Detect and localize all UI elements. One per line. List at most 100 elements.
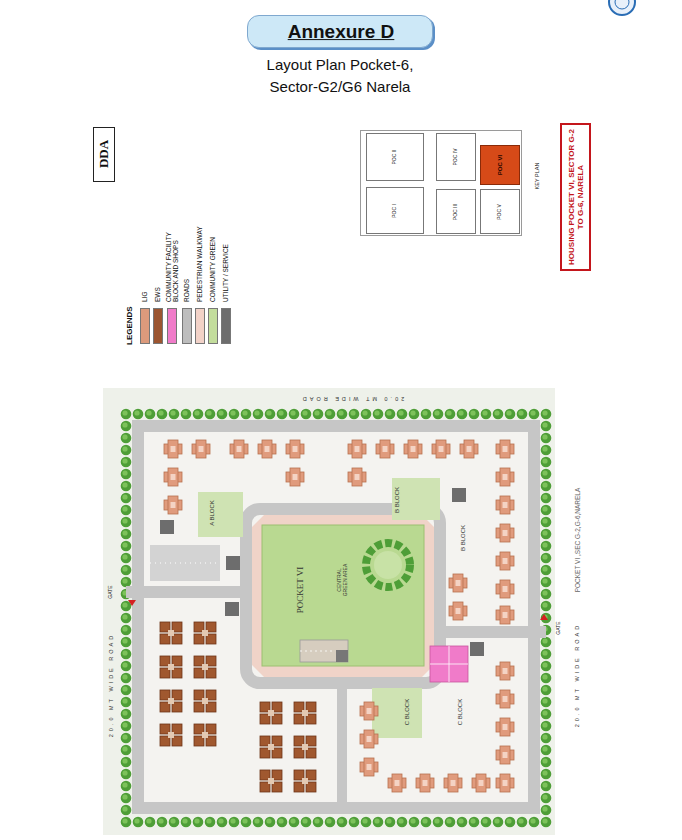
ews-building (294, 770, 316, 792)
tree-ring (366, 543, 410, 587)
central-green-area: POCKET VI CENTRAL GREEN AREA (262, 525, 424, 666)
legend-swatch (208, 308, 218, 344)
legend-swatch (167, 308, 177, 344)
block-label: C BLOCK (457, 698, 464, 726)
title-banner: Annexure D (247, 15, 433, 48)
lig-building (164, 440, 182, 458)
block-green (392, 478, 440, 520)
lig-building (388, 774, 406, 792)
lig-building (348, 468, 366, 486)
utility-block (160, 520, 174, 534)
ews-building (260, 736, 282, 758)
pocket-box: POC IV (436, 133, 476, 181)
agency-box: DDA (93, 127, 115, 182)
block-label: C BLOCK (404, 698, 411, 726)
sheet-note: POCKET VI ,SEC G-2,G-6,NARELA (574, 488, 581, 593)
node-text: POC V (497, 204, 503, 220)
gate-marker (128, 600, 136, 606)
node-text: POC II (392, 149, 398, 164)
lig-building (192, 440, 210, 458)
legend-text: LIG (141, 292, 148, 302)
lig-building (496, 524, 514, 542)
tree-row (120, 420, 132, 816)
gate-marker (540, 614, 548, 620)
gate-road (126, 586, 252, 598)
legend-swatch (140, 308, 150, 344)
project-title-box: HOUSING POCKET VI, SECTOR G-2 TO G-6, NA… (560, 123, 591, 271)
lig-building (496, 580, 514, 598)
lig-building (164, 468, 182, 486)
ews-building (260, 702, 282, 724)
ews-building (160, 656, 182, 678)
plan-subtitle: Layout Plan Pocket-6, Sector-G2/G6 Narel… (251, 54, 429, 98)
node-text: POC I (392, 204, 398, 218)
parking (150, 545, 220, 581)
pocket-box: POC V (480, 189, 520, 234)
gate-road (440, 626, 546, 638)
central-green (262, 525, 424, 666)
tree-row (540, 420, 552, 816)
lig-building (496, 440, 514, 458)
node-text: POC III (453, 203, 459, 219)
community-facility (430, 646, 468, 682)
ring-road (246, 509, 440, 683)
utility-block (470, 642, 484, 656)
key-plan-frame: KEY PLANPOC IIPOC IVPOC VIPOC IPOC IIIPO… (360, 130, 522, 236)
ews-building (160, 622, 182, 644)
lig-building (449, 602, 467, 620)
lig-building (496, 496, 514, 514)
pedestrian-walkway (252, 515, 434, 677)
lig-building (164, 496, 182, 514)
lig-building (376, 440, 394, 458)
green-pavilion (300, 640, 348, 662)
utility-block (225, 602, 239, 616)
parking-stripes (150, 563, 220, 564)
ews-building (194, 622, 216, 644)
lig-building (444, 774, 462, 792)
ews-building (260, 770, 282, 792)
lig-building (496, 606, 514, 624)
ews-building (160, 690, 182, 712)
lig-building (416, 774, 434, 792)
lig-building (472, 774, 490, 792)
node-text: POC VI (497, 155, 504, 175)
lig-building (496, 662, 514, 680)
pocket-box-highlight: POC VI (480, 145, 520, 185)
internal-road (337, 683, 347, 808)
ews-building (294, 736, 316, 758)
node-text: HOUSING POCKET VI, SECTOR G-2 TO G-6, NA… (566, 128, 584, 266)
logo-seal (615, 0, 629, 9)
green-circle (374, 551, 402, 579)
node-text: POCKET VI (295, 567, 305, 613)
pocket-box: POC I (366, 187, 424, 234)
lig-building (286, 468, 304, 486)
gate-label: GATE (108, 584, 114, 599)
ews-building (160, 724, 182, 746)
pocket-box: POC II (366, 133, 424, 181)
ews-building (194, 690, 216, 712)
road-label: 20.0 MT WIDE ROAD (299, 396, 405, 402)
block-green (372, 688, 422, 738)
title-text: Annexure D (288, 21, 395, 43)
lig-building (460, 440, 478, 458)
lig-building (258, 440, 276, 458)
legend-swatch (195, 308, 205, 344)
legend-text: COMMUNITY FACILITY BLOCK AND SHOPS (165, 214, 180, 302)
site-ground (103, 388, 555, 835)
lig-building (360, 730, 378, 748)
peripheral-road (138, 426, 534, 808)
node-text: CENTRAL GREEN AREA (337, 560, 349, 600)
lig-building (496, 690, 514, 708)
ews-building (194, 724, 216, 746)
ews-building (294, 702, 316, 724)
lig-building (496, 718, 514, 736)
legend-text: COMMUNITY GREEN (209, 237, 216, 302)
lig-building (449, 574, 467, 592)
lig-building (496, 468, 514, 486)
block-label: B BLOCK (460, 524, 467, 552)
legend-swatch (153, 308, 163, 344)
lig-building (360, 702, 378, 720)
logo-seal (609, 0, 635, 15)
node-text: DDA (97, 140, 112, 168)
